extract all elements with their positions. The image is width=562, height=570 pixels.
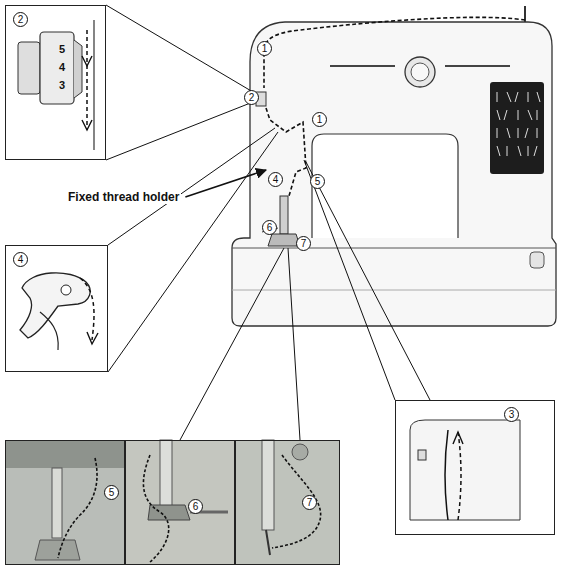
photo-panel [125,440,235,565]
thread-path [143,455,168,562]
callout-number: 7 [302,495,317,510]
screw [292,444,308,460]
callout-number: 5 [310,174,325,189]
dial-number: 4 [58,62,66,73]
groove [445,65,510,67]
panel-edge [93,20,94,150]
presser-foot [35,540,80,560]
callout-number: 4 [268,172,283,187]
thread-arrow [82,56,92,66]
needle-bar [262,440,274,530]
bed-edge [232,248,556,249]
part-label: Fixed thread holder [66,190,181,204]
thread-arrow [453,432,463,444]
stitch-panel [490,82,544,174]
groove [330,65,395,67]
stitch-dial [405,57,435,87]
thread-arrow [82,120,92,130]
tension-dial [40,32,74,104]
photo-panel [5,440,125,565]
inset-frame: 7 [235,440,340,565]
callout-number: 4 [13,252,28,267]
callout-number: 3 [504,407,519,422]
callout-number: 5 [104,485,119,500]
callout-number: 6 [262,220,277,235]
needle-bar [160,440,172,515]
callout-number: 7 [296,236,311,251]
photo-shade [5,440,125,468]
needle-bar [280,196,288,234]
thread-path [264,17,525,196]
pointer-arrow [185,170,266,197]
photo-panel [235,440,340,565]
machine-front [410,420,520,520]
inset-frame: 3 [395,400,555,535]
needle-bar [52,468,62,538]
dial-shaft [18,42,40,94]
callout-number: 1 [257,41,272,56]
callout-number: 1 [312,112,327,127]
finger [40,312,58,350]
dial-number: 3 [58,80,66,91]
leader-lines [106,5,430,440]
thread-path [86,30,88,130]
inset-frame: 4 [5,245,108,372]
stitch-icons [497,92,540,156]
thread-path [458,432,461,520]
thread-arrow [87,332,98,344]
callout-number: 2 [244,90,259,105]
reverse-button [530,252,544,268]
thread-path [58,458,97,558]
machine-body [232,22,556,326]
thread-path [272,455,321,548]
inset-frame: 5 [5,440,125,565]
thread-path [80,278,94,340]
dial-number: 5 [58,44,66,55]
tension-knob [418,450,426,460]
bed-line [232,290,556,291]
inset-frame: 6 [125,440,235,565]
arm-opening [312,134,458,238]
callout-number: 6 [188,499,203,514]
tension-disc [74,40,82,98]
thread-guide [445,430,448,520]
needle [266,530,270,555]
inset-frame: 2 5 4 3 [5,5,106,160]
stitch-dial [411,63,429,81]
callout-number: 2 [13,12,28,27]
lever-eye [61,285,71,295]
